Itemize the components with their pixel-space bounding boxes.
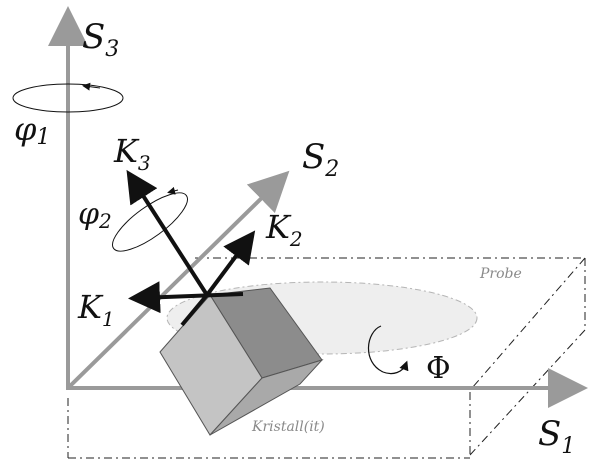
label-probe: Probe: [479, 266, 522, 282]
label-kristall: Kristall(it): [251, 419, 325, 435]
label-phi2: φ2: [78, 197, 112, 233]
cube-bottom-face: [209, 358, 324, 436]
label-s3: S3: [82, 17, 119, 62]
label-Phi: Φ: [426, 351, 451, 386]
axis-k1: [128, 281, 244, 314]
crystal-axes: [126, 169, 256, 327]
axis-s2: [66, 170, 290, 390]
label-k3: K3: [113, 132, 151, 175]
rotation-arrow-icon: [112, 186, 188, 252]
label-s1: S1: [538, 414, 575, 459]
crystal-cube: [159, 287, 324, 436]
label-phi1: φ1: [14, 110, 50, 150]
label-k2: K2: [265, 208, 303, 251]
label-k1: K1: [77, 288, 115, 331]
label-s2: S2: [302, 137, 339, 182]
axis-k2: [205, 230, 256, 297]
axis-k3-tail: [180, 293, 209, 327]
axis-k3: [126, 169, 209, 297]
rotation-arrow-icon: [367, 325, 409, 375]
rotation-arrow-icon: [12, 82, 124, 113]
probe-box: [67, 257, 586, 459]
